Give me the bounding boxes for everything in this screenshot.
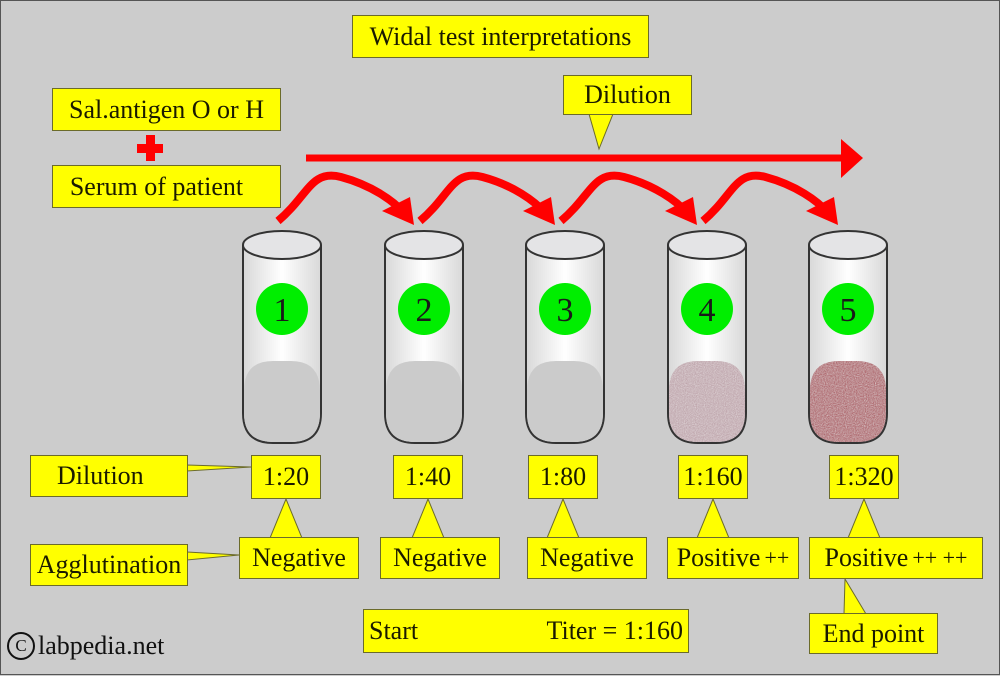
transfer-arrow-head <box>806 197 838 225</box>
result-value: Negative <box>540 543 634 572</box>
transfer-arrow-shaft <box>275 171 408 225</box>
titer-box: Start Titer = 1:160 <box>363 609 689 653</box>
result-callout-tail <box>696 497 730 539</box>
transfer-arrow-shaft <box>417 171 549 225</box>
result-value: Negative <box>393 543 487 572</box>
tube-rim <box>808 230 888 260</box>
titer-start-text: Start <box>369 616 419 645</box>
end-point-text: End point <box>822 618 925 648</box>
dilution-callout: Dilution <box>563 75 692 115</box>
result-marks: ++ <box>764 545 790 570</box>
copyright-site: labpedia.net <box>38 631 165 660</box>
result-marks: ++ ++ <box>912 545 968 570</box>
dilution-value: 1:80 <box>539 462 587 491</box>
result-value: Positive <box>676 543 761 572</box>
row-label-dilution: Dilution <box>30 455 188 497</box>
tube-liquid <box>244 361 320 442</box>
tube-rim <box>667 230 747 260</box>
tube-rim <box>525 230 605 260</box>
result-box-3: Negative <box>527 537 647 579</box>
dilution-value: 1:160 <box>683 462 743 491</box>
row-label-dilution-text: Dilution <box>57 461 144 490</box>
agglutination-sediment <box>810 361 886 442</box>
tube-number-badge <box>256 283 308 335</box>
serum-box: Serum of patient <box>52 165 281 208</box>
dilution-box-5: 1:320 <box>829 455 899 499</box>
transfer-arrow-head <box>665 197 697 225</box>
tube-liquid <box>527 361 603 442</box>
agglutination-sediment <box>669 361 745 442</box>
tube-number: 5 <box>840 292 857 329</box>
result-callout-tail <box>847 497 881 539</box>
transfer-arrow-head <box>382 197 414 225</box>
antigen-box: Sal.antigen O or H <box>52 88 281 131</box>
tube-number-badge <box>681 283 733 335</box>
tube-number: 2 <box>416 292 433 329</box>
end-point-tail <box>843 577 867 615</box>
dilution-callout-tail <box>588 113 614 151</box>
result-box-1: Negative <box>239 537 359 579</box>
row-dilution-tail <box>186 464 252 472</box>
transfer-arrow-shaft <box>700 171 832 225</box>
dilution-box-3: 1:80 <box>528 455 598 499</box>
end-point-box: End point <box>809 613 938 654</box>
copyright: C labpedia.net <box>7 631 164 661</box>
result-value: Positive <box>824 543 909 572</box>
plus-icon <box>137 135 163 161</box>
copyright-icon: C <box>7 632 35 660</box>
test-tube-3: 3 <box>525 230 605 444</box>
result-value: Negative <box>252 543 346 572</box>
row-agglutination-tail <box>186 551 240 561</box>
dilution-box-2: 1:40 <box>393 455 463 499</box>
result-callout-tail <box>546 497 580 539</box>
tube-number: 3 <box>557 292 574 329</box>
tube-liquid <box>386 361 462 442</box>
tube-number: 1 <box>274 292 291 329</box>
dilution-arrow-head <box>841 139 863 178</box>
serum-text: Serum of patient <box>69 171 244 201</box>
dilution-box-1: 1:20 <box>251 455 321 499</box>
result-callout-tail <box>269 497 303 539</box>
transfer-arrow-head <box>523 197 555 225</box>
antigen-text: Sal.antigen O or H <box>69 94 264 124</box>
titer-result-text: Titer = 1:160 <box>546 616 684 645</box>
tube-rim <box>242 230 322 260</box>
transfer-arrow-shaft <box>558 171 691 225</box>
result-callout-tail <box>411 497 445 539</box>
title-text: Widal test interpretations <box>369 21 632 51</box>
row-label-agglutination: Agglutination <box>30 544 188 586</box>
dilution-value: 1:40 <box>404 462 452 491</box>
dilution-box-4: 1:160 <box>678 455 748 499</box>
tube-number-badge <box>822 283 874 335</box>
result-box-2: Negative <box>380 537 500 579</box>
dilution-value: 1:320 <box>834 462 894 491</box>
dilution-callout-text: Dilution <box>584 80 671 109</box>
test-tube-1: 1 <box>242 230 322 444</box>
test-tube-4: 4 <box>667 230 747 444</box>
tube-number-badge <box>539 283 591 335</box>
row-label-agglutination-text: Agglutination <box>36 550 182 579</box>
result-box-5: Positive ++ ++ <box>809 537 983 579</box>
test-tube-2: 2 <box>384 230 464 444</box>
test-tube-5: 5 <box>808 230 888 444</box>
result-box-4: Positive ++ <box>667 537 799 579</box>
tube-number-badge <box>398 283 450 335</box>
title-box: Widal test interpretations <box>352 15 649 58</box>
tube-number: 4 <box>699 292 716 329</box>
dilution-value: 1:20 <box>262 462 310 491</box>
tube-rim <box>384 230 464 260</box>
